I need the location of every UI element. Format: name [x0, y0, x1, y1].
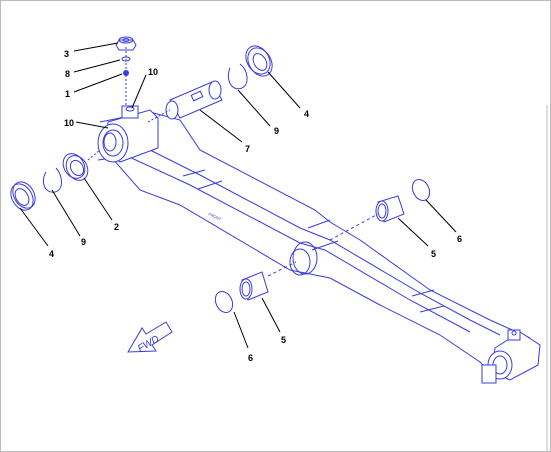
bushing-part-2	[62, 153, 89, 181]
bushing-upper-part-5	[375, 195, 405, 223]
callout-6-lower: 6	[248, 353, 253, 363]
ring-upper-part-6	[411, 178, 431, 202]
forward-arrow-icon: FWD	[127, 321, 173, 355]
bushing-lower-part-5	[239, 271, 269, 301]
callout-4-upper: 4	[304, 109, 309, 119]
pin-part-7	[165, 80, 223, 120]
callout-2: 2	[114, 222, 119, 232]
callout-1: 1	[65, 89, 70, 99]
snap-ring-upper-part-9	[227, 63, 248, 90]
callout-6-upper: 6	[457, 234, 462, 244]
ring-lower-part-6	[214, 290, 234, 314]
leader-lines	[19, 42, 457, 349]
right-pivot-end	[481, 329, 541, 384]
callout-5-lower: 5	[281, 335, 286, 345]
callout-10-lower: 10	[64, 118, 74, 128]
axle-beam: FRONT	[97, 111, 531, 379]
snap-ring-left-part-9	[42, 167, 62, 193]
callout-5-upper: 5	[431, 249, 436, 259]
thrust-washer-left-part-4	[10, 181, 36, 211]
callout-8: 8	[65, 69, 70, 79]
fitting-part-3	[115, 36, 137, 51]
thrust-washer-upper-part-4	[245, 45, 273, 77]
callouts: 3 8 1 10 10 4 9 7 4 9 2 5 6 5 6	[49, 49, 462, 363]
left-pivot-housing	[97, 105, 159, 163]
callout-3: 3	[64, 49, 69, 59]
beam-stamp: FRONT	[208, 211, 223, 222]
callout-9-left: 9	[81, 237, 86, 247]
callout-9-upper: 9	[274, 126, 279, 136]
callout-4-left: 4	[49, 249, 54, 259]
callout-10-upper: 10	[148, 67, 158, 77]
callout-7: 7	[245, 144, 250, 154]
